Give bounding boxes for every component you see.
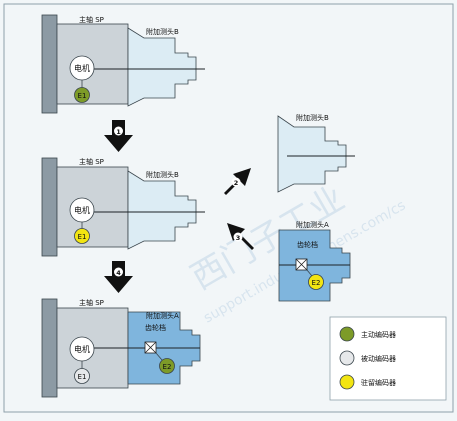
flange-plate: [41, 157, 58, 257]
encoder-e2-active: [159, 358, 175, 374]
step-arrow-4: 4: [104, 261, 133, 293]
encoder-label: E1: [78, 373, 87, 381]
legend-swatch-stop: [339, 374, 355, 390]
head-b-label: 附加测头B: [146, 170, 179, 179]
encoder-label: E1: [78, 92, 87, 100]
detached-head-b: 附加测头B: [277, 113, 355, 193]
head-b-label: 附加测头B: [146, 27, 179, 36]
legend-label-active: 主动编码器: [361, 330, 396, 339]
encoder-label: E2: [312, 279, 321, 287]
legend-swatch-active: [339, 326, 355, 342]
flange-plate: [41, 14, 58, 114]
step-arrow-2: 2: [224, 168, 251, 195]
gear-label: 齿轮档: [297, 240, 318, 249]
step-number: 3: [236, 234, 241, 242]
spindle-label: 主轴 SP: [79, 157, 104, 166]
encoder-e2-stop: [308, 274, 324, 290]
head-a-label: 附加测头A: [296, 220, 329, 229]
step-number: 4: [116, 269, 121, 277]
motor-label: 电机: [74, 205, 90, 215]
legend-swatch-passive: [339, 350, 355, 366]
step-arrow-3: 3: [227, 223, 254, 250]
assembly-middle: 电机 E1 主轴 SP 附加测头B: [41, 157, 205, 257]
encoder-e1-stop: [74, 228, 90, 244]
encoder-e1-passive: [74, 368, 90, 384]
measuring-head-b: [127, 170, 197, 250]
assembly-bottom: 电机 E1 E2 齿轮档 主轴 SP 附加测头A: [41, 298, 201, 398]
spindle-label: 主轴 SP: [79, 298, 104, 307]
flange-plate: [41, 298, 58, 398]
encoder-e1-active: [74, 87, 90, 103]
arrow-down-icon: [104, 120, 133, 152]
measuring-head-a: [278, 229, 351, 302]
legend-label-passive: 被动编码器: [361, 354, 396, 363]
step-number: 2: [234, 179, 239, 187]
motor-label: 电机: [74, 63, 90, 73]
arrow-down-icon: [104, 261, 133, 293]
step-number: 1: [116, 128, 121, 136]
assembly-top: 电机 E1 主轴 SP 附加测头B: [41, 14, 205, 114]
measuring-head-b: [127, 27, 197, 107]
head-b-label: 附加测头B: [296, 113, 329, 122]
encoder-label: E2: [163, 363, 172, 371]
measuring-head-b: [277, 115, 347, 193]
encoder-label: E1: [78, 233, 87, 241]
head-a-label: 附加测头A: [146, 311, 179, 320]
gear-label: 齿轮档: [145, 323, 166, 332]
legend-label-stop: 驻留编码器: [361, 378, 396, 387]
spindle-label: 主轴 SP: [79, 15, 104, 24]
motor-label: 电机: [74, 344, 90, 354]
legend: 主动编码器 被动编码器 驻留编码器: [329, 316, 447, 401]
detached-head-a: E2 齿轮档 附加测头A: [278, 220, 351, 302]
step-arrow-1: 1: [104, 120, 133, 152]
